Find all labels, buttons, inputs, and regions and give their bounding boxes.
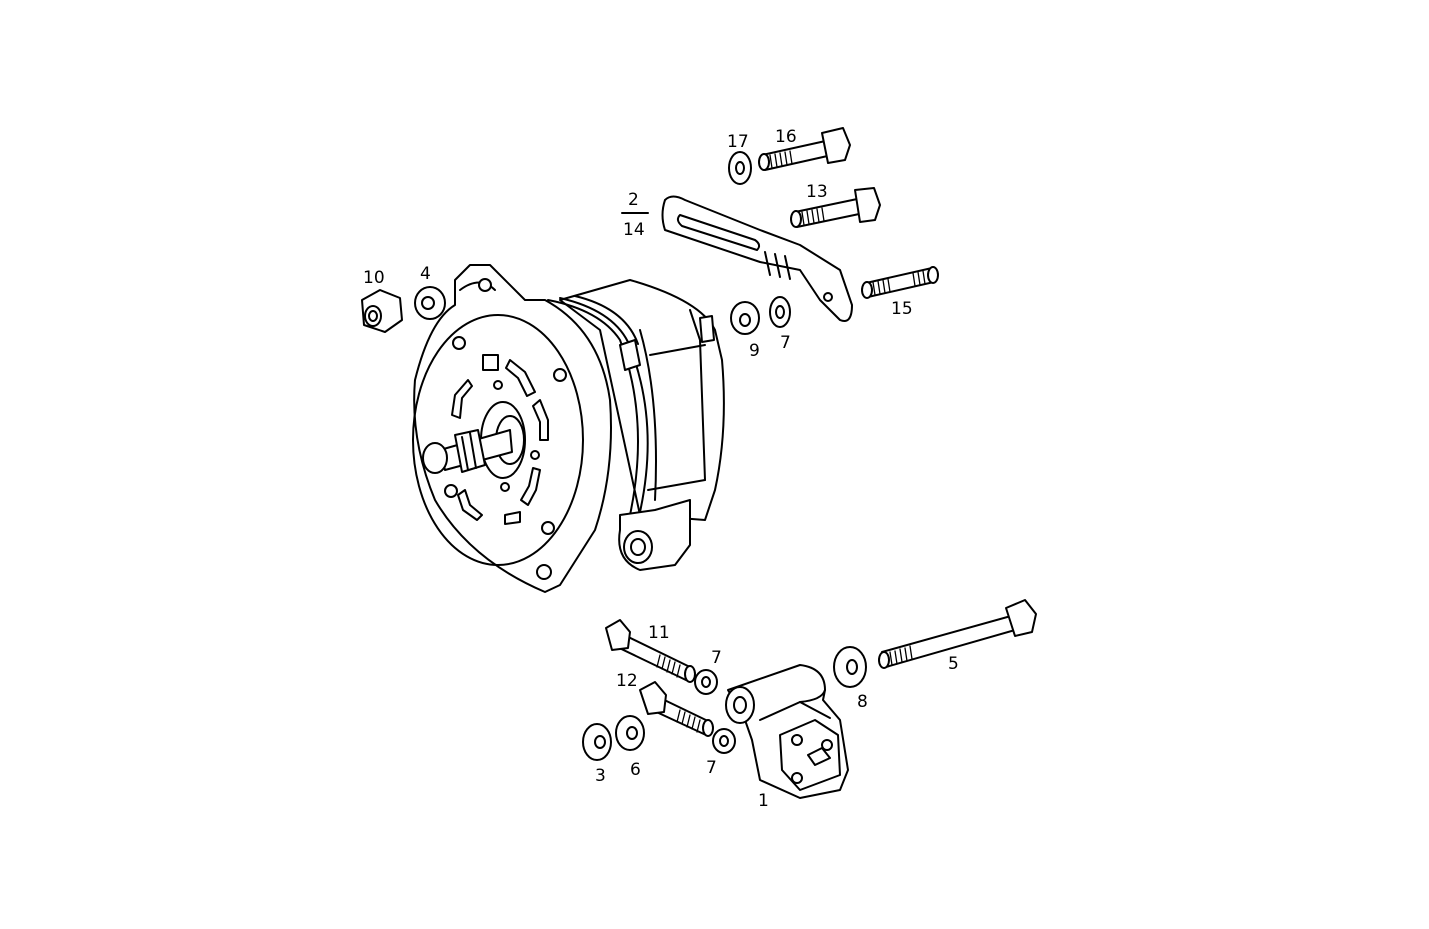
label-16: 16 xyxy=(775,127,797,147)
bolt-5 xyxy=(878,599,1037,669)
label-2: 2 xyxy=(628,190,639,210)
alternator xyxy=(412,264,725,593)
washer-7-bottom xyxy=(712,728,736,754)
part-labels: 17 16 13 2 14 15 10 4 9 7 11 7 12 5 8 3 … xyxy=(363,127,959,811)
label-10: 10 xyxy=(363,268,385,288)
stud-15 xyxy=(861,266,939,299)
bolt-11 xyxy=(605,619,696,683)
label-4: 4 xyxy=(420,264,431,284)
washer-8 xyxy=(833,646,867,688)
label-3: 3 xyxy=(595,766,606,786)
label-7-bottom: 7 xyxy=(706,758,717,778)
mounting-bracket xyxy=(725,664,849,799)
label-13: 13 xyxy=(806,182,828,202)
label-9: 9 xyxy=(749,341,760,361)
washer-17 xyxy=(728,151,752,185)
label-15: 15 xyxy=(891,299,913,319)
washer-4 xyxy=(414,286,446,320)
label-11: 11 xyxy=(648,623,670,643)
label-7-mid: 7 xyxy=(711,648,722,668)
washer-6 xyxy=(615,715,645,751)
adjusting-bracket xyxy=(661,195,853,322)
washer-7-mid xyxy=(694,669,718,695)
label-17: 17 xyxy=(727,132,749,152)
washer-7-top xyxy=(769,296,791,328)
label-8: 8 xyxy=(857,692,868,712)
label-5: 5 xyxy=(948,654,959,674)
label-14: 14 xyxy=(623,220,645,240)
washer-3 xyxy=(582,723,612,761)
bolt-12 xyxy=(639,681,714,737)
nut-9 xyxy=(730,301,760,335)
label-1: 1 xyxy=(758,791,769,811)
bolt-13 xyxy=(790,187,881,228)
label-6: 6 xyxy=(630,760,641,780)
label-7-top: 7 xyxy=(780,333,791,353)
label-12: 12 xyxy=(616,671,638,691)
nut-10 xyxy=(361,289,403,333)
bolt-16 xyxy=(758,127,851,171)
